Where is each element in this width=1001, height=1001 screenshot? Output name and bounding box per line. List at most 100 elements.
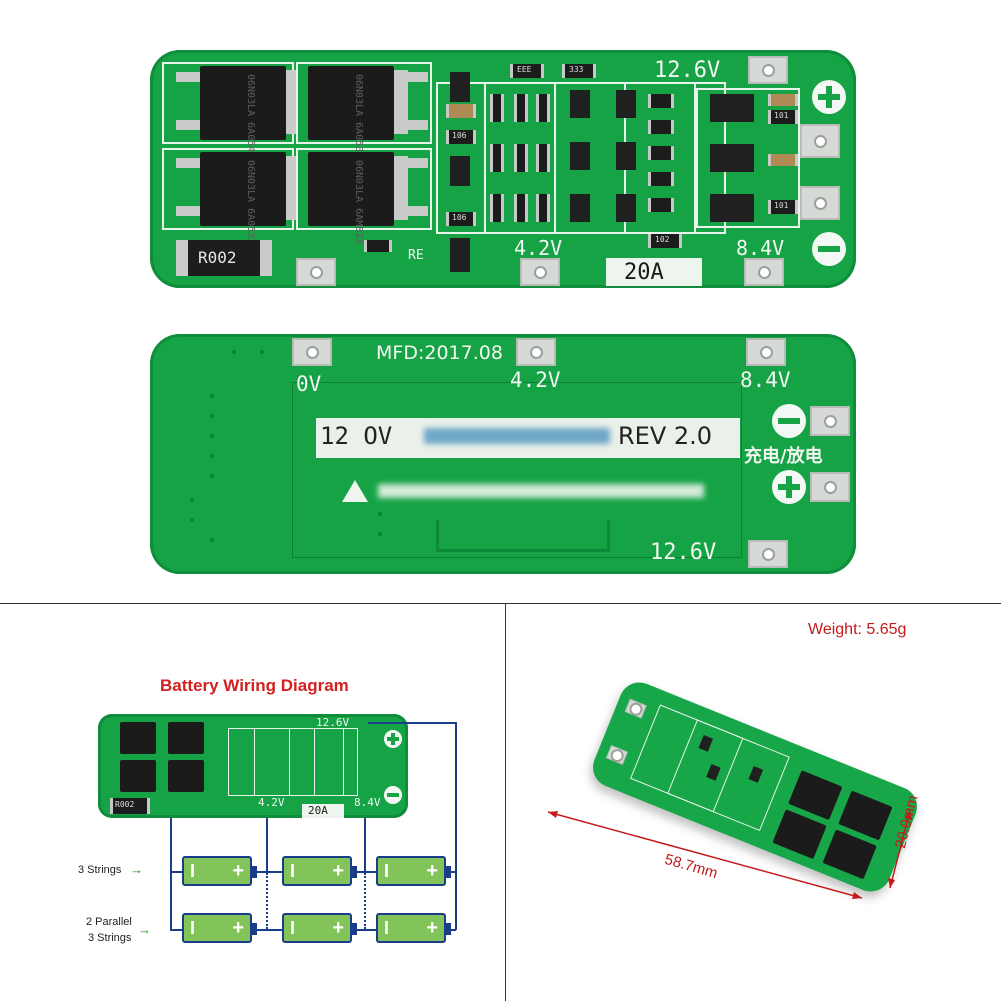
- battery-plus: +: [426, 860, 438, 882]
- smd-resistor: [648, 94, 674, 108]
- via: [260, 350, 264, 354]
- angled-pcb-photo: [586, 676, 924, 898]
- mosfet-leg: [176, 120, 200, 130]
- pad-p-minus: [800, 186, 840, 220]
- sot-transistor: [570, 142, 590, 170]
- resistor-code: EEE: [517, 65, 532, 74]
- resistor-code: 106: [452, 131, 467, 140]
- label-mfd: MFD:2017.08: [376, 342, 503, 364]
- wire-8v4: [364, 818, 366, 872]
- parallel-link: [266, 873, 268, 929]
- smd-resistor: 106: [446, 130, 476, 144]
- pad-12v6: [748, 56, 788, 84]
- mosfet-frame: [296, 148, 432, 230]
- pad-4v2: [520, 258, 560, 286]
- smd-resistor: [490, 144, 504, 172]
- mosfet-chip: [772, 809, 827, 860]
- battery-cell: I+: [282, 913, 357, 943]
- resistor-code: 333: [569, 65, 584, 74]
- pad-4v2: [516, 338, 556, 366]
- via: [210, 538, 214, 542]
- plus-icon: [384, 730, 402, 748]
- length-arrowhead-left: [548, 811, 558, 818]
- smd-resistor: [648, 198, 674, 212]
- mosfet-chip: [120, 722, 156, 754]
- smd-resistor: 101: [768, 110, 798, 124]
- minus-icon: [812, 232, 846, 266]
- trace: [436, 520, 610, 552]
- smd-resistor: [490, 194, 504, 222]
- via: [232, 350, 236, 354]
- mosfet-label: 06N03LA 6A0533: [245, 160, 256, 245]
- pad-b-minus: [296, 258, 336, 286]
- mosfet-chip: [120, 760, 156, 792]
- smd-resistor: [514, 194, 528, 222]
- weight-label: Weight: 5.65g: [808, 621, 907, 638]
- smd-resistor: [536, 194, 550, 222]
- via: [210, 434, 214, 438]
- minus-icon: [772, 404, 806, 438]
- smd-resistor: [536, 94, 550, 122]
- pad-12v6: [748, 540, 788, 568]
- protection-ic: [710, 194, 754, 222]
- pcb-top-view: 06N03LA 6A0540 06N03LA 6A0533 06N03LA 6A…: [150, 50, 856, 288]
- resistor-code: 101: [774, 111, 789, 120]
- plus-icon: [812, 80, 846, 114]
- battery-cell: I+: [282, 856, 357, 886]
- divider-horizontal: [0, 603, 1001, 604]
- divider-vertical: [505, 603, 506, 1001]
- via: [210, 454, 214, 458]
- via: [378, 532, 382, 536]
- label-12v6: 12.6V: [654, 58, 721, 83]
- pad-8v4: [746, 338, 786, 366]
- smd-resistor: 101: [768, 200, 798, 214]
- battery-cell: I+: [182, 856, 257, 886]
- mosfet-tab: [394, 70, 408, 134]
- battery-minus: I: [190, 861, 196, 881]
- mini-component-grid: [254, 728, 290, 796]
- via: [190, 498, 194, 502]
- mosfet-frame: [296, 62, 432, 144]
- sot-transistor: [616, 194, 636, 222]
- smd-resistor: [648, 120, 674, 134]
- mini-component-grid: [228, 728, 358, 796]
- mini-label-4v2: 4.2V: [258, 796, 285, 809]
- label-0v: 0V: [296, 372, 322, 396]
- smd-resistor: 333: [562, 64, 596, 78]
- length-arrowhead-right: [852, 892, 862, 899]
- pad-p-minus: [810, 406, 850, 436]
- mini-label-8v4: 8.4V: [354, 796, 381, 809]
- battery-minus: I: [384, 918, 390, 938]
- smd-resistor: [514, 94, 528, 122]
- pad-0v: [292, 338, 332, 366]
- mosfet-chip: [168, 722, 204, 754]
- sot-transistor: [450, 72, 470, 102]
- length-label: 58.7mm: [662, 850, 720, 883]
- parallel-link: [455, 873, 457, 929]
- protection-ic: [710, 144, 754, 172]
- mosfet-chip: [822, 829, 877, 880]
- battery-minus: I: [290, 861, 296, 881]
- battery-plus: +: [426, 917, 438, 939]
- battery-plus: +: [332, 860, 344, 882]
- mosfet-label: 06N03LA 6A0533: [353, 74, 364, 159]
- label-re: RE: [408, 248, 424, 263]
- shunt-resistor: R002: [176, 240, 272, 276]
- sot-transistor: [450, 156, 470, 186]
- mini-label-12v6: 12.6V: [316, 716, 350, 729]
- mini-amp-box: 20A: [302, 804, 344, 818]
- via: [210, 394, 214, 398]
- parallel-link: [364, 873, 366, 929]
- pad: [605, 745, 628, 765]
- plus-icon: [772, 470, 806, 504]
- mini-shunt-label: R002: [115, 800, 135, 809]
- mosfet-leg: [408, 158, 428, 168]
- smd-resistor: [364, 240, 392, 252]
- sot-transistor: [616, 142, 636, 170]
- mini-component-grid: [314, 728, 344, 796]
- blurred-warning-text: [378, 484, 704, 498]
- blurred-text: [424, 428, 610, 444]
- mosfet-leg: [176, 158, 200, 168]
- mini-amp: 20A: [308, 804, 328, 817]
- wire-4v2: [266, 818, 268, 872]
